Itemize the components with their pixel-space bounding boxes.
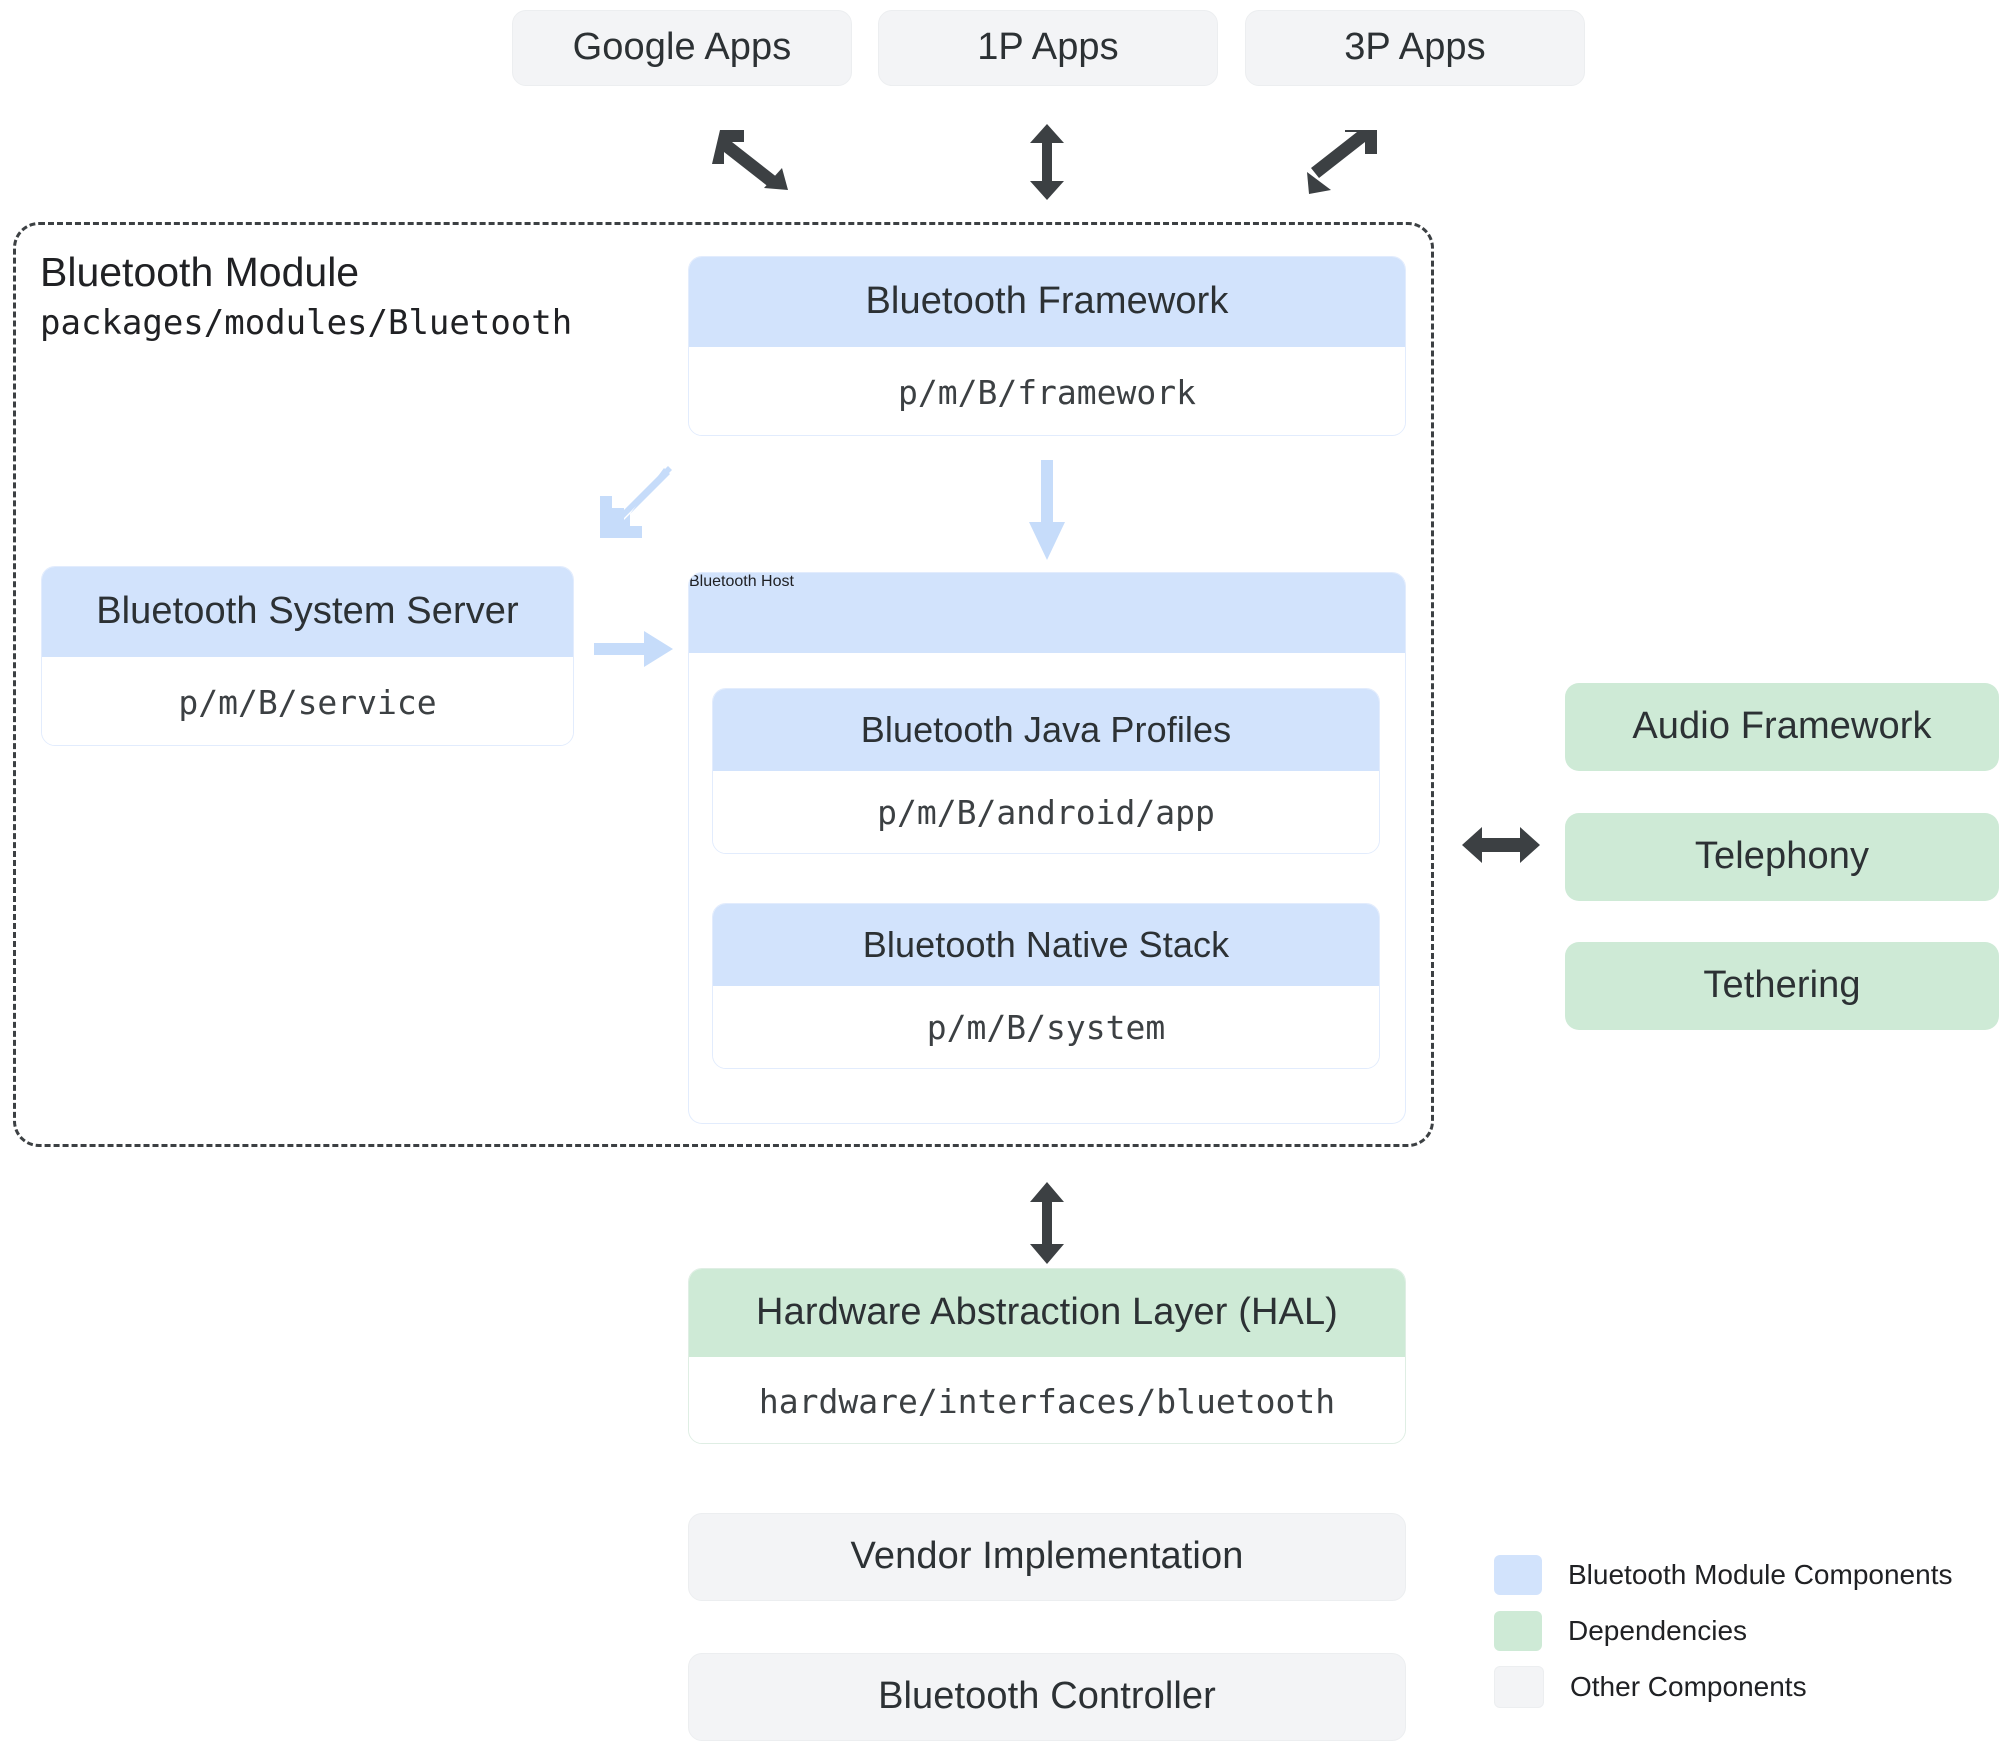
bluetooth-java-profiles-card: Bluetooth Java Profiles p/m/B/android/ap… — [712, 688, 1380, 854]
hal-title: Hardware Abstraction Layer (HAL) — [689, 1269, 1405, 1357]
bluetooth-host-title: Bluetooth Host — [689, 573, 1405, 653]
bluetooth-java-profiles-title: Bluetooth Java Profiles — [713, 689, 1379, 771]
bluetooth-framework-title: Bluetooth Framework — [689, 257, 1405, 347]
app-box-3p-apps-label: 3P Apps — [1344, 26, 1486, 69]
bluetooth-module-container — [13, 222, 1434, 1147]
dependency-telephony: Telephony — [1565, 813, 1999, 901]
legend-item-module-components: Bluetooth Module Components — [1494, 1548, 1974, 1602]
app-box-google-apps: Google Apps — [512, 10, 852, 86]
legend-label-dependencies: Dependencies — [1568, 1615, 1748, 1646]
legend-label-other-components: Other Components — [1570, 1671, 1807, 1702]
legend-swatch-other-components — [1494, 1666, 1544, 1708]
dependency-audio-framework-label: Audio Framework — [1632, 705, 1932, 748]
vendor-implementation-label: Vendor Implementation — [850, 1535, 1244, 1578]
bluetooth-framework-path: p/m/B/framework — [689, 347, 1405, 435]
arrow-host-to-dependencies — [1462, 827, 1540, 863]
app-box-1p-apps-label: 1P Apps — [977, 26, 1119, 69]
bluetooth-controller-box: Bluetooth Controller — [688, 1653, 1406, 1741]
dependency-telephony-label: Telephony — [1694, 835, 1870, 878]
legend: Bluetooth Module Components Dependencies… — [1494, 1548, 1974, 1716]
arrow-1p-apps-to-module — [1030, 124, 1064, 200]
bluetooth-native-stack-path: p/m/B/system — [713, 986, 1379, 1068]
arrow-3p-apps-to-module — [1307, 130, 1377, 194]
bluetooth-native-stack-title: Bluetooth Native Stack — [713, 904, 1379, 986]
arrow-framework-to-system-server — [600, 466, 672, 538]
dependency-tethering: Tethering — [1565, 942, 1999, 1030]
bluetooth-framework-card: Bluetooth Framework p/m/B/framework — [688, 256, 1406, 436]
app-box-3p-apps: 3P Apps — [1245, 10, 1585, 86]
legend-swatch-module-components — [1494, 1555, 1542, 1595]
legend-item-dependencies: Dependencies — [1494, 1604, 1974, 1658]
arrow-module-to-hal — [1030, 1182, 1064, 1264]
bluetooth-module-label: Bluetooth Module packages/modules/Blueto… — [40, 248, 660, 347]
dependency-tethering-label: Tethering — [1703, 964, 1861, 1007]
bluetooth-system-server-path: p/m/B/service — [42, 657, 573, 745]
legend-swatch-dependencies — [1494, 1611, 1542, 1651]
hal-card: Hardware Abstraction Layer (HAL) hardwar… — [688, 1268, 1406, 1444]
arrow-framework-to-host — [1029, 460, 1065, 560]
bluetooth-module-path: packages/modules/Bluetooth — [40, 303, 573, 344]
arrow-system-server-to-host — [594, 631, 673, 667]
bluetooth-native-stack-card: Bluetooth Native Stack p/m/B/system — [712, 903, 1380, 1069]
bluetooth-system-server-card: Bluetooth System Server p/m/B/service — [41, 566, 574, 746]
hal-path: hardware/interfaces/bluetooth — [689, 1357, 1405, 1443]
bluetooth-module-title: Bluetooth Module — [40, 249, 360, 295]
app-box-1p-apps: 1P Apps — [878, 10, 1218, 86]
bluetooth-controller-label: Bluetooth Controller — [878, 1675, 1216, 1718]
vendor-implementation-box: Vendor Implementation — [688, 1513, 1406, 1601]
app-box-google-apps-label: Google Apps — [572, 26, 792, 69]
bluetooth-system-server-title: Bluetooth System Server — [42, 567, 573, 657]
bluetooth-java-profiles-path: p/m/B/android/app — [713, 771, 1379, 853]
dependency-audio-framework: Audio Framework — [1565, 683, 1999, 771]
legend-item-other-components: Other Components — [1494, 1660, 1974, 1714]
arrow-google-apps-to-module — [712, 130, 788, 190]
legend-label-module-components: Bluetooth Module Components — [1568, 1559, 1953, 1590]
